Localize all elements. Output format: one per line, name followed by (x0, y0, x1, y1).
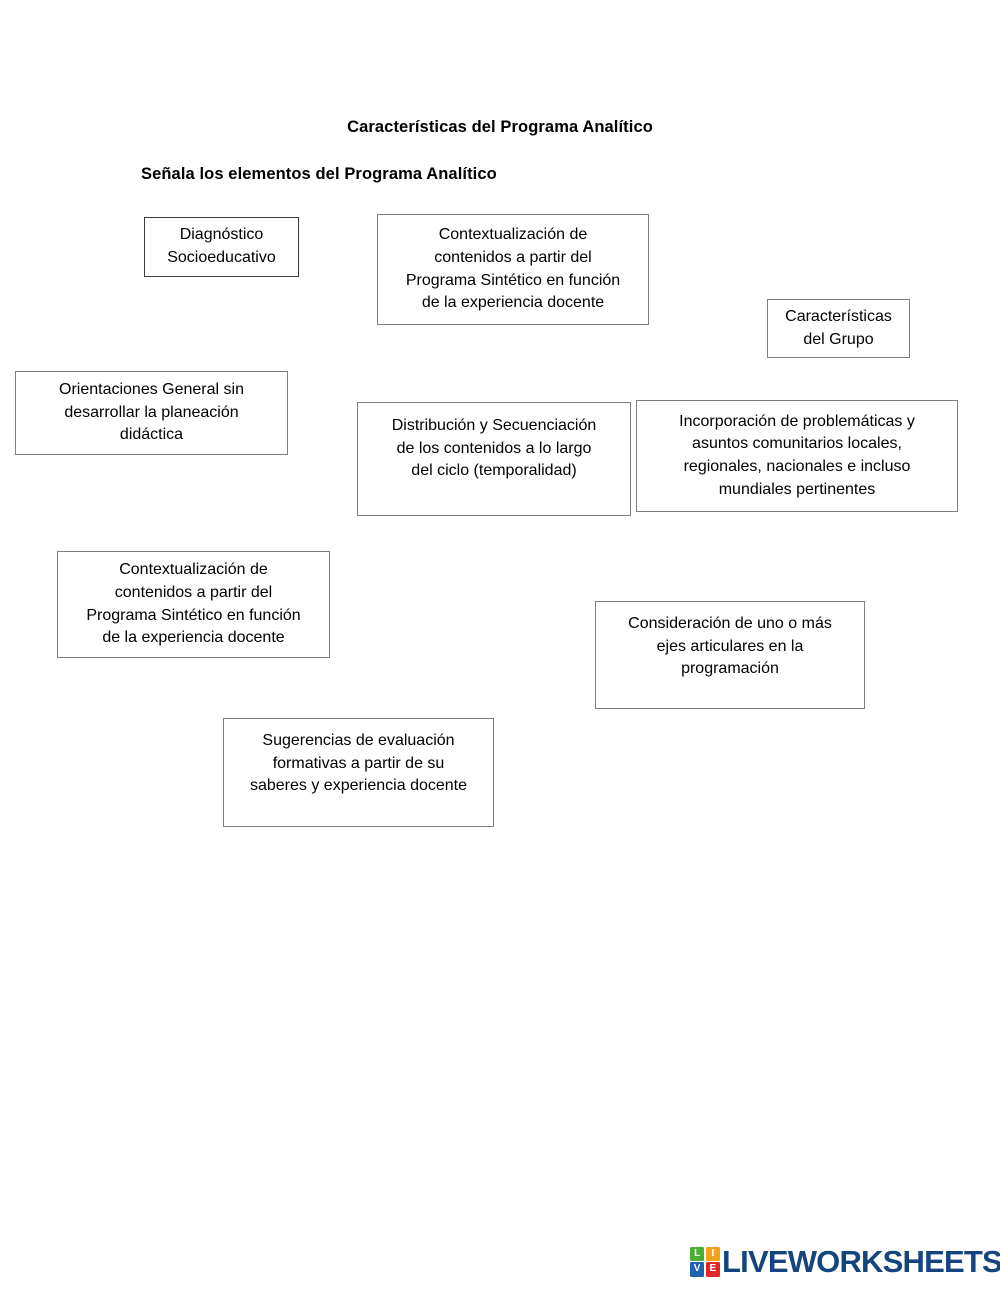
concept-box-caracteristicas-del-grupo[interactable]: Características del Grupo (767, 299, 910, 358)
liveworksheets-logo-mark: L I V E (690, 1246, 720, 1277)
logo-tile-l: L (690, 1246, 705, 1261)
concept-box-label: Distribución y Secuenciación de los cont… (391, 417, 597, 480)
concept-box-incorporacion-problematicas[interactable]: Incorporación de problemáticas y asuntos… (636, 400, 958, 512)
concept-box-sugerencias-evaluacion[interactable]: Sugerencias de evaluación formativas a p… (223, 718, 494, 827)
concept-box-orientaciones-general[interactable]: Orientaciones General sin desarrollar la… (15, 371, 288, 455)
concept-box-contextualizacion-contenidos-bottom[interactable]: Contextualización de contenidos a partir… (57, 551, 330, 658)
logo-tile-v: V (690, 1262, 705, 1277)
concept-box-label: Contextualización de contenidos a partir… (405, 226, 621, 312)
concept-box-diagnostico-socioeducativo[interactable]: Diagnóstico Socioeducativo (144, 217, 299, 277)
concept-box-contextualizacion-contenidos-top[interactable]: Contextualización de contenidos a partir… (377, 214, 649, 325)
liveworksheets-logo[interactable]: L I V E LIVEWORKSHEETS (690, 1246, 1000, 1277)
concept-box-distribucion-secuenciacion[interactable]: Distribución y Secuenciación de los cont… (357, 402, 631, 516)
instruction-text: Señala los elementos del Programa Analít… (141, 165, 497, 183)
concept-box-label: Sugerencias de evaluación formativas a p… (249, 732, 468, 795)
concept-box-label: Incorporación de problemáticas y asuntos… (679, 412, 915, 498)
liveworksheets-wordmark: LIVEWORKSHEETS (722, 1244, 1000, 1279)
concept-box-consideracion-ejes-articuladores[interactable]: Consideración de uno o más ejes articula… (595, 601, 865, 709)
concept-box-label: Diagnóstico Socioeducativo (167, 226, 276, 266)
concept-box-label: Características del Grupo (785, 307, 892, 348)
concept-box-label: Orientaciones General sin desarrollar la… (59, 380, 244, 444)
logo-tile-i: I (705, 1246, 720, 1261)
page-title: Características del Programa Analítico (347, 118, 653, 136)
concept-box-label: Contextualización de contenidos a partir… (86, 561, 301, 647)
logo-tile-e: E (705, 1262, 720, 1277)
concept-box-label: Consideración de uno o más ejes articula… (628, 615, 832, 678)
